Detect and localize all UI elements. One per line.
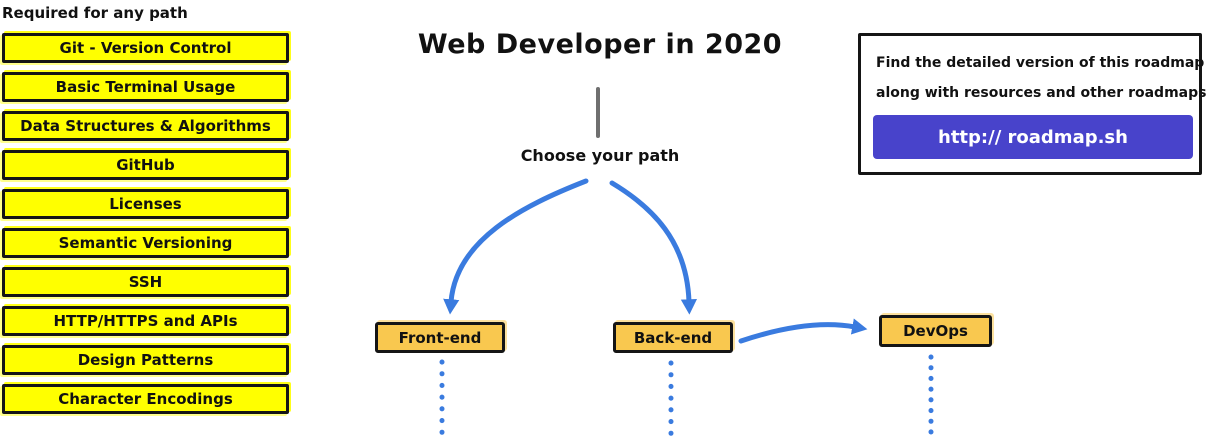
- topic-semantic-versioning[interactable]: Semantic Versioning: [2, 228, 289, 258]
- title-stem-line: [596, 87, 600, 138]
- info-box: Find the detailed version of this roadma…: [858, 33, 1207, 175]
- topic-http-https-apis[interactable]: HTTP/HTTPS and APIs: [2, 306, 289, 336]
- topic-basic-terminal-usage[interactable]: Basic Terminal Usage: [2, 72, 289, 102]
- arrow-backend-to-devops: [738, 318, 868, 344]
- info-text-line1: Find the detailed version of this roadma…: [876, 55, 1205, 71]
- topic-ssh[interactable]: SSH: [2, 267, 289, 297]
- page-title: Web Developer in 2020: [417, 29, 783, 60]
- topic-git[interactable]: Git - Version Control: [2, 33, 289, 63]
- path-node-backend[interactable]: Back-end: [613, 322, 733, 353]
- roadmap-sh-link-button[interactable]: http:// roadmap.sh: [873, 115, 1193, 159]
- required-topics-list: Git - Version Control Basic Terminal Usa…: [2, 33, 289, 414]
- path-node-devops[interactable]: DevOps: [879, 315, 992, 347]
- topic-github[interactable]: GitHub: [2, 150, 289, 180]
- topic-licenses[interactable]: Licenses: [2, 189, 289, 219]
- topic-character-encodings[interactable]: Character Encodings: [2, 384, 289, 414]
- path-node-frontend[interactable]: Front-end: [375, 322, 505, 353]
- info-text-line2: along with resources and other roadmaps: [876, 85, 1207, 101]
- topic-data-structures-algorithms[interactable]: Data Structures & Algorithms: [2, 111, 289, 141]
- left-panel-heading: Required for any path: [2, 4, 188, 22]
- arrow-choose-to-frontend: [443, 178, 589, 315]
- choose-your-path-label: Choose your path: [520, 146, 680, 165]
- topic-design-patterns[interactable]: Design Patterns: [2, 345, 289, 375]
- arrow-choose-to-backend: [609, 180, 698, 315]
